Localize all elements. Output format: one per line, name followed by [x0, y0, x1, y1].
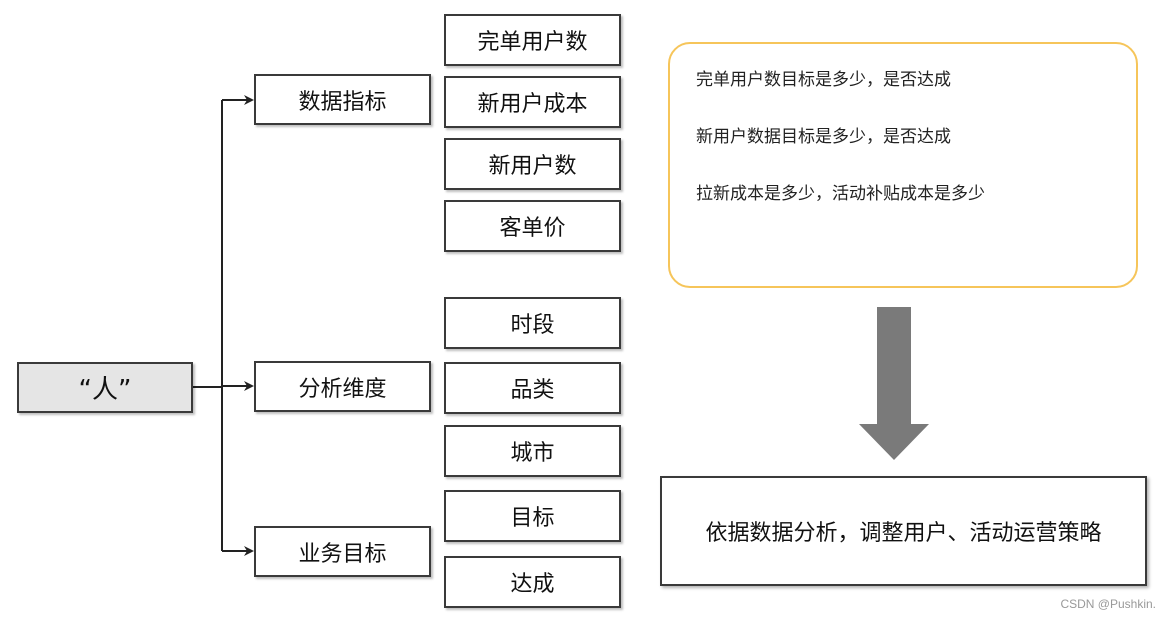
leaf-label: 城市 [510, 441, 555, 466]
note-line: 拉新成本是多少，活动补贴成本是多少 [696, 184, 985, 204]
leaf-node: 品类 [444, 362, 621, 414]
leaf-node: 目标 [444, 490, 621, 542]
leaf-label: 目标 [510, 506, 555, 531]
branch-label: 分析维度 [298, 376, 387, 402]
note-line: 新用户数据目标是多少，是否达成 [696, 127, 951, 147]
leaf-label: 新用户成本 [477, 92, 588, 117]
branch-label: 业务目标 [298, 541, 387, 567]
leaf-label: 完单用户数 [477, 30, 588, 55]
branch-node-analysis-dimensions: 分析维度 [254, 361, 431, 412]
branch-label: 数据指标 [298, 89, 387, 115]
note-box: 完单用户数目标是多少，是否达成 新用户数据目标是多少，是否达成 拉新成本是多少，… [668, 42, 1138, 288]
leaf-node: 时段 [444, 297, 621, 349]
root-node-label: “人” [78, 375, 132, 405]
leaf-node: 城市 [444, 425, 621, 477]
branch-node-business-goals: 业务目标 [254, 526, 431, 577]
leaf-label: 达成 [510, 572, 555, 597]
down-arrow-icon [859, 307, 929, 460]
leaf-node: 完单用户数 [444, 14, 621, 66]
leaf-node: 达成 [444, 556, 621, 608]
conclusion-box: 依据数据分析，调整用户、活动运营策略 [660, 476, 1147, 586]
conclusion-label: 依据数据分析，调整用户、活动运营策略 [705, 521, 1102, 546]
note-line: 完单用户数目标是多少，是否达成 [696, 70, 951, 90]
root-node: “人” [17, 362, 193, 413]
leaf-label: 时段 [510, 313, 555, 338]
leaf-node: 新用户成本 [444, 76, 621, 128]
leaf-node: 新用户数 [444, 138, 621, 190]
leaf-label: 品类 [510, 378, 555, 403]
leaf-label: 新用户数 [488, 154, 577, 179]
branch-node-data-metrics: 数据指标 [254, 74, 431, 125]
leaf-node: 客单价 [444, 200, 621, 252]
leaf-label: 客单价 [499, 216, 566, 241]
watermark: CSDN @Pushkin. [1060, 597, 1156, 611]
